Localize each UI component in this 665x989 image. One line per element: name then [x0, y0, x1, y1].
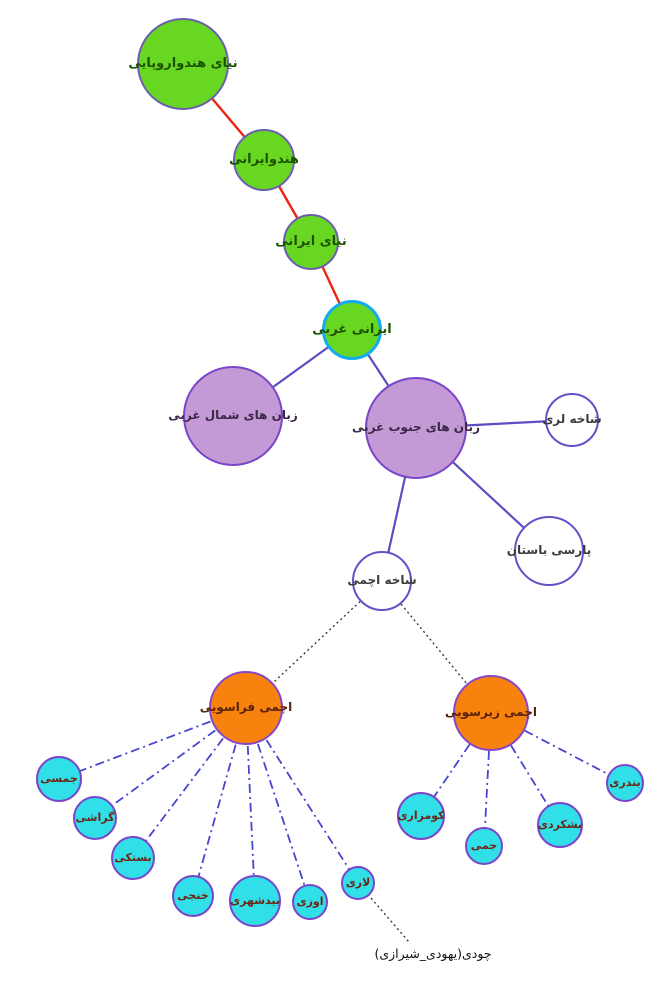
node-jamsi: جمسی — [36, 756, 82, 802]
edge-farasuyi-gerashi — [94, 707, 247, 819]
node-bandari: بندری — [606, 764, 644, 802]
node-label: زبان های شمال غربی — [168, 408, 298, 423]
node-achomi-farasuyi: اچمی فراسویی — [200, 671, 292, 745]
node-jami: جمی — [465, 827, 503, 865]
node-bidshahri: بیدشهری — [229, 875, 281, 927]
node-label: جمی — [470, 838, 498, 852]
node-old-persian: پارسی باستان — [507, 516, 591, 586]
node-label: اچمی فراسویی — [199, 700, 293, 715]
node-label: خنجی — [177, 888, 209, 902]
node-label: بندری — [609, 775, 641, 789]
node-label: شاخه اچمی — [347, 573, 417, 588]
node-label: نیای ایرانی — [275, 233, 347, 249]
node-lari: لاری — [341, 866, 375, 900]
node-label: کومزاری — [397, 808, 445, 822]
node-label: نیای هندواروپایی — [128, 55, 238, 71]
edge-farasuyi-bastaki — [132, 707, 247, 859]
node-label: لاری — [345, 875, 371, 889]
node-label: شاخه لری — [542, 412, 602, 427]
edge-farasuyi-evazi — [245, 707, 311, 903]
node-northwestern-languages: زبان های شمال غربی — [168, 366, 298, 466]
edge-farasuyi-lari — [245, 707, 359, 884]
node-khonji: خنجی — [172, 875, 214, 917]
node-evazi: اوزی — [292, 884, 328, 920]
node-bastaki: بستکی — [111, 836, 155, 880]
node-label: بیدشهری — [230, 893, 280, 907]
node-label: بشکردی — [537, 817, 583, 831]
node-label: گراشی — [75, 810, 115, 824]
node-label: هندوایرانی — [229, 151, 299, 167]
node-label: اچمی زیرسویی — [445, 705, 537, 720]
node-proto-iranian: نیای ایرانی — [275, 214, 347, 270]
node-luri-branch: شاخه لری — [542, 393, 602, 447]
node-label: ایرانی غربی — [312, 321, 392, 337]
node-label: بستکی — [114, 850, 152, 864]
node-achomi-branch: شاخه اچمی — [347, 551, 417, 611]
node-indo-iranian: هندوایرانی — [229, 129, 299, 191]
node-label: زبان های جنوب غربی — [352, 420, 480, 435]
node-southwestern-languages: زبان های جنوب غربی — [352, 377, 480, 479]
node-western-iranian: ایرانی غربی — [312, 300, 392, 360]
node-bashkardi: بشکردی — [537, 802, 583, 848]
node-label: پارسی باستان — [506, 543, 592, 558]
node-gerashi: گراشی — [73, 796, 117, 840]
node-kumzari: کومزاری — [397, 792, 445, 840]
node-achomi-zirsuyi: اچمی زیرسویی — [445, 675, 537, 751]
node-proto-indo-european: نیای هندواروپایی — [128, 18, 238, 110]
edge-achomi-zirsuyi — [381, 580, 492, 714]
node-label: جمسی — [40, 771, 78, 785]
node-label: اوزی — [296, 894, 324, 908]
chudi-text-label: چودی(یهودی_شیرازی) — [374, 946, 492, 961]
